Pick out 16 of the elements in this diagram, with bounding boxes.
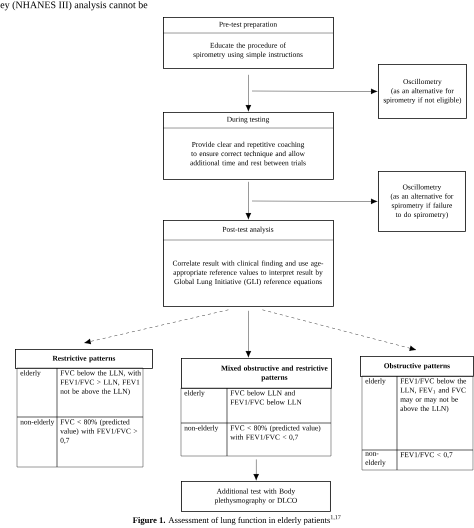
process-box xyxy=(162,220,334,307)
process-box xyxy=(162,17,334,69)
figure-caption: Figure 1. Assessment of lung function in elderly patients$^{1,17}$ xyxy=(132,515,341,525)
page-text-fragment: ey (NHANES III) analysis cannot be xyxy=(0,1,148,10)
arrow xyxy=(84,310,229,344)
pattern-table xyxy=(360,356,474,470)
arrow xyxy=(262,310,416,352)
arrow xyxy=(253,459,260,480)
arrow xyxy=(252,198,378,204)
arrow xyxy=(246,74,252,112)
pattern-table xyxy=(180,358,332,456)
arrow xyxy=(246,182,252,220)
arrow xyxy=(252,88,378,94)
arrow xyxy=(246,310,252,358)
process-box xyxy=(162,112,334,180)
pattern-table xyxy=(15,349,153,468)
